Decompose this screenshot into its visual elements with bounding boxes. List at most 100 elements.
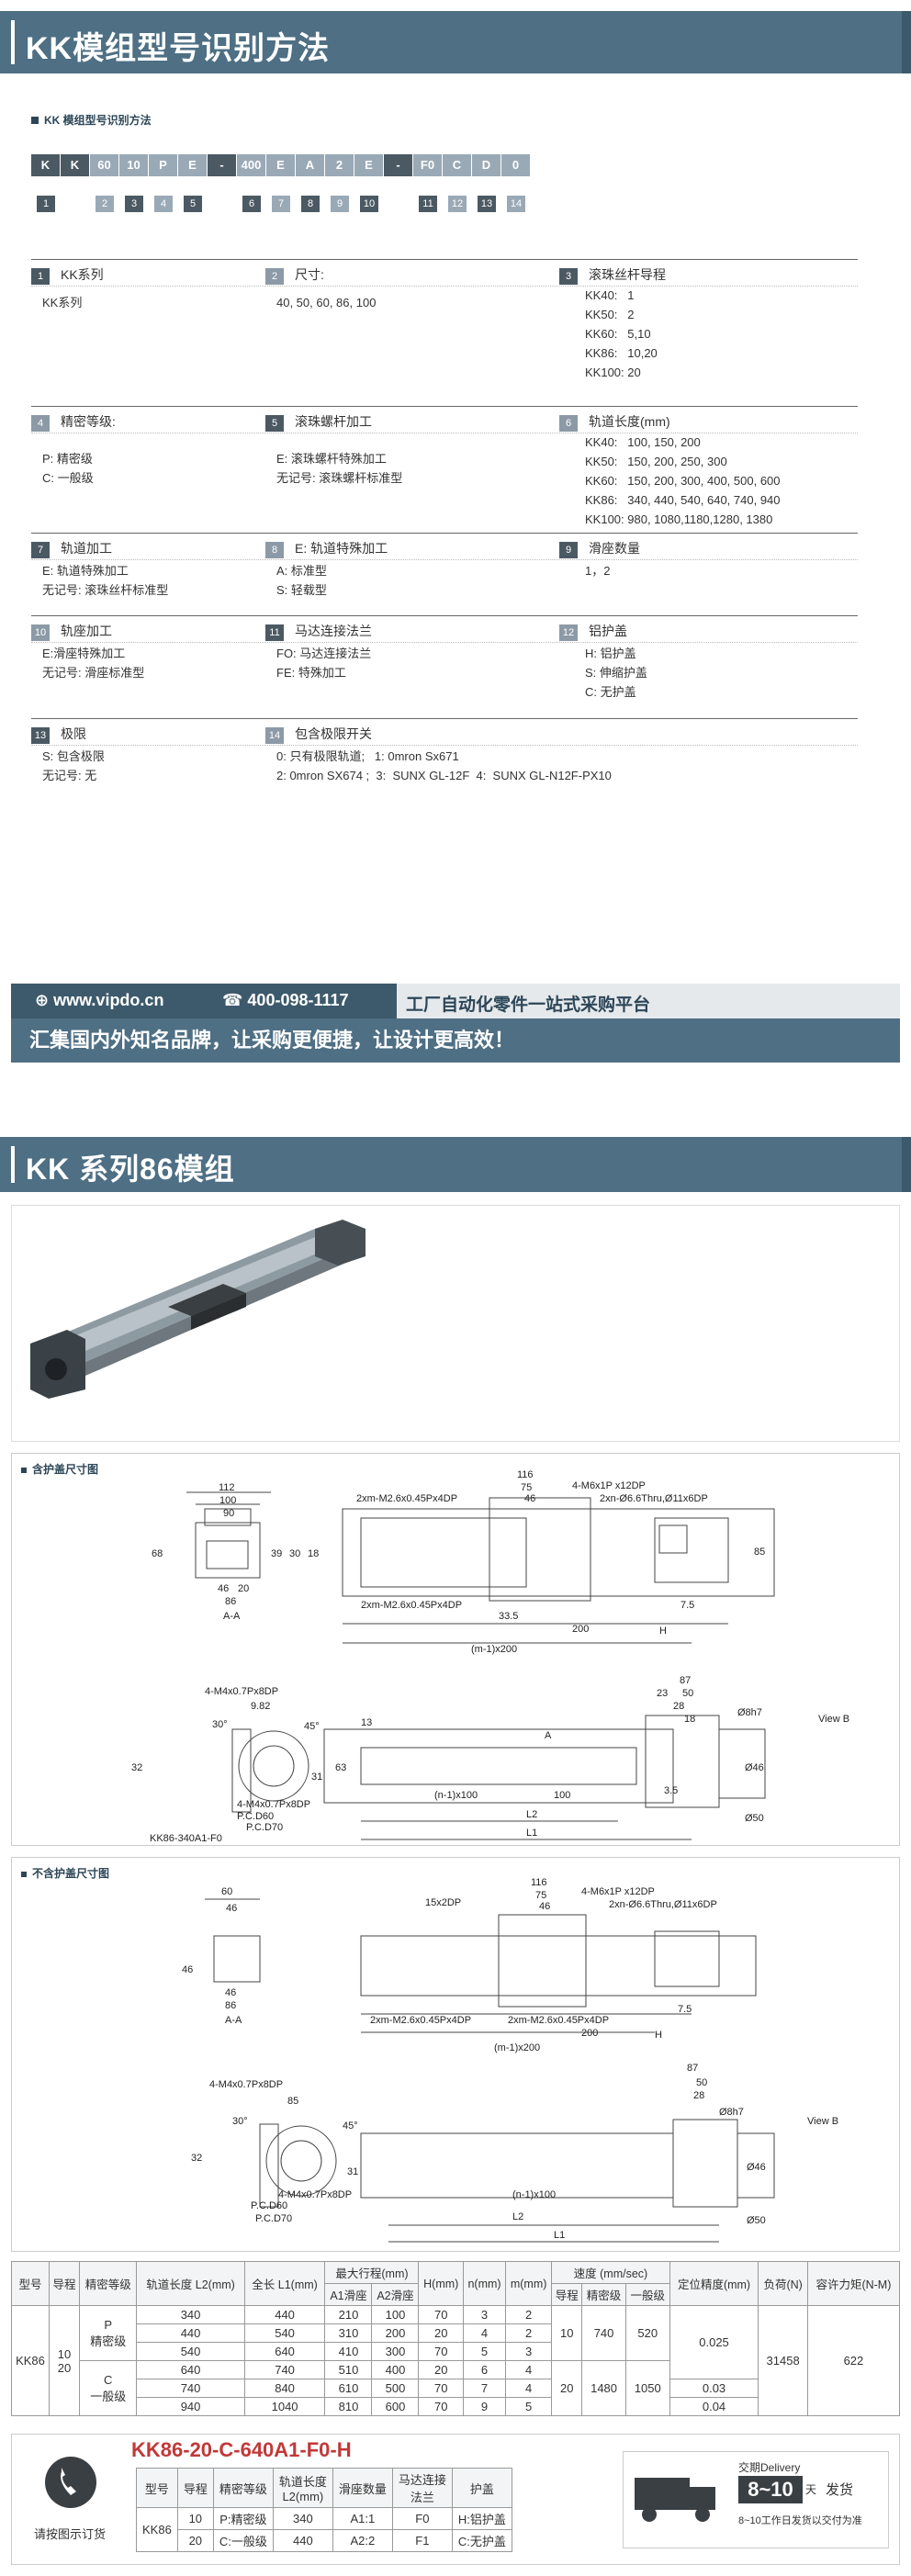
svg-text:85: 85 (754, 1547, 765, 1558)
option-content: KK系列 (42, 296, 83, 309)
svg-text:2xm-M2.6x0.45Px4DP: 2xm-M2.6x0.45Px4DP (361, 1600, 462, 1611)
delivery-label: 交期Delivery (738, 2461, 801, 2474)
table-cell: 70 (418, 2342, 464, 2361)
option-content: KK40: 1 KK50: 2 KK60: 5,10 KK86: 10,20 K… (585, 288, 658, 379)
option-number: 14 (265, 727, 284, 744)
svg-text:86: 86 (225, 2000, 236, 2011)
svg-text:68: 68 (152, 1548, 163, 1559)
delivery-note: 8~10工作日发货以交付为准 (738, 2515, 862, 2526)
table-cell: 2 (505, 2305, 553, 2324)
option-content: 40, 50, 60, 86, 100 (276, 296, 377, 309)
option-title: 精密等级: (61, 414, 116, 429)
table-cell: 2 (505, 2323, 553, 2343)
svg-text:28: 28 (693, 2090, 704, 2101)
table-cell: 4 (505, 2379, 553, 2398)
svg-text:31: 31 (311, 1772, 322, 1783)
table-cell: 740 (136, 2379, 245, 2398)
table-cell: 4 (505, 2360, 553, 2379)
table-cell: 4 (462, 2323, 507, 2343)
option-number: 8 (265, 542, 284, 558)
table-cell: 1040 (243, 2397, 326, 2416)
svg-text:4-M6x1P x12DP: 4-M6x1P x12DP (572, 1480, 646, 1491)
option-number: 10 (31, 624, 50, 641)
order-phone-label: 请按图示订货 (34, 2527, 107, 2541)
svg-text:3.5: 3.5 (664, 1785, 678, 1796)
option-title: 滑座数量 (589, 541, 640, 556)
svg-text:Ø8h7: Ø8h7 (719, 2107, 744, 2118)
svg-text:L2: L2 (526, 1809, 537, 1820)
code-box: 0 (501, 154, 531, 176)
table-cell: 540 (243, 2323, 326, 2343)
svg-text:87: 87 (680, 1675, 691, 1686)
spec-table: 型号 导程 精密等级 轨道长度 L2(mm) 全长 L1(mm) 最大行程(mm… (11, 2261, 901, 2416)
svg-text:Ø8h7: Ø8h7 (737, 1707, 762, 1718)
svg-text:63: 63 (335, 1762, 346, 1773)
option-title: 马达连接法兰 (295, 624, 372, 638)
code-box: P (149, 154, 178, 176)
svg-text:46: 46 (539, 1901, 550, 1912)
option-content: E: 轨道特殊加工 无记号: 滚珠丝杆标准型 (42, 564, 169, 597)
dim-112: 112 (219, 1482, 235, 1493)
option-number: 12 (559, 624, 578, 641)
svg-text:32: 32 (131, 1762, 142, 1773)
code-box: - (384, 154, 413, 176)
svg-text:28: 28 (673, 1701, 684, 1712)
svg-text:30: 30 (289, 1548, 300, 1559)
option-heading: 14 包含极限开关 (265, 725, 372, 744)
svg-text:2xn-Ø6.6Thru,Ø11x6DP: 2xn-Ø6.6Thru,Ø11x6DP (609, 1899, 717, 1910)
order-title: KK86-20-C-640A1-F0-H (131, 2438, 352, 2461)
table-cell: 200 (371, 2323, 420, 2343)
svg-text:100: 100 (219, 1495, 236, 1506)
code-number: 5 (184, 196, 202, 212)
option-content: KK40: 100, 150, 200 KK50: 150, 200, 250,… (585, 435, 781, 526)
svg-text:46: 46 (218, 1583, 229, 1594)
svg-text:30°: 30° (212, 1719, 228, 1730)
svg-text:(n-1)x100: (n-1)x100 (434, 1790, 478, 1801)
svg-text:20: 20 (238, 1583, 249, 1594)
svg-text:P.C.D60: P.C.D60 (251, 2200, 287, 2211)
svg-text:85: 85 (287, 2096, 298, 2107)
option-content: H: 铝护盖 S: 伸缩护盖 C: 无护盖 (585, 647, 647, 699)
phone-icon (45, 2457, 96, 2508)
svg-text:87: 87 (687, 2063, 698, 2074)
table-cell: 840 (243, 2379, 326, 2398)
option-number: 3 (559, 268, 578, 285)
code-number: 2 (96, 196, 114, 212)
page-title: KK模组型号识别方法 (26, 31, 331, 66)
option-title: 轨座加工 (61, 624, 112, 638)
svg-text:100: 100 (554, 1790, 570, 1801)
table-cell: 70 (418, 2305, 464, 2324)
option-content: 1，2 (585, 564, 611, 578)
svg-text:L1: L1 (526, 1828, 537, 1839)
table-cell: 210 (324, 2305, 373, 2324)
option-title: 包含极限开关 (295, 726, 372, 741)
code-number: 4 (154, 196, 173, 212)
svg-text:18: 18 (684, 1714, 695, 1725)
option-title: 铝护盖 (589, 624, 627, 638)
svg-text:45°: 45° (343, 2120, 358, 2132)
option-title: 尺寸: (295, 267, 324, 282)
svg-text:Ø50: Ø50 (745, 1813, 764, 1824)
table-cell: 610 (324, 2379, 373, 2398)
option-number: 7 (31, 542, 50, 558)
svg-text:4-M4x0.7Px8DP: 4-M4x0.7Px8DP (278, 2189, 352, 2200)
option-heading: 10 轨座加工 (31, 622, 112, 641)
table-cell: 310 (324, 2323, 373, 2343)
option-heading: 12 铝护盖 (559, 622, 627, 641)
svg-text:A-A: A-A (225, 2015, 242, 2026)
svg-text:P.C.D60: P.C.D60 (237, 1811, 274, 1822)
svg-text:(n-1)x100: (n-1)x100 (512, 2189, 556, 2200)
svg-text:50: 50 (696, 2077, 707, 2088)
drawing-label-cover: 含护盖尺寸图 (21, 1461, 98, 1477)
